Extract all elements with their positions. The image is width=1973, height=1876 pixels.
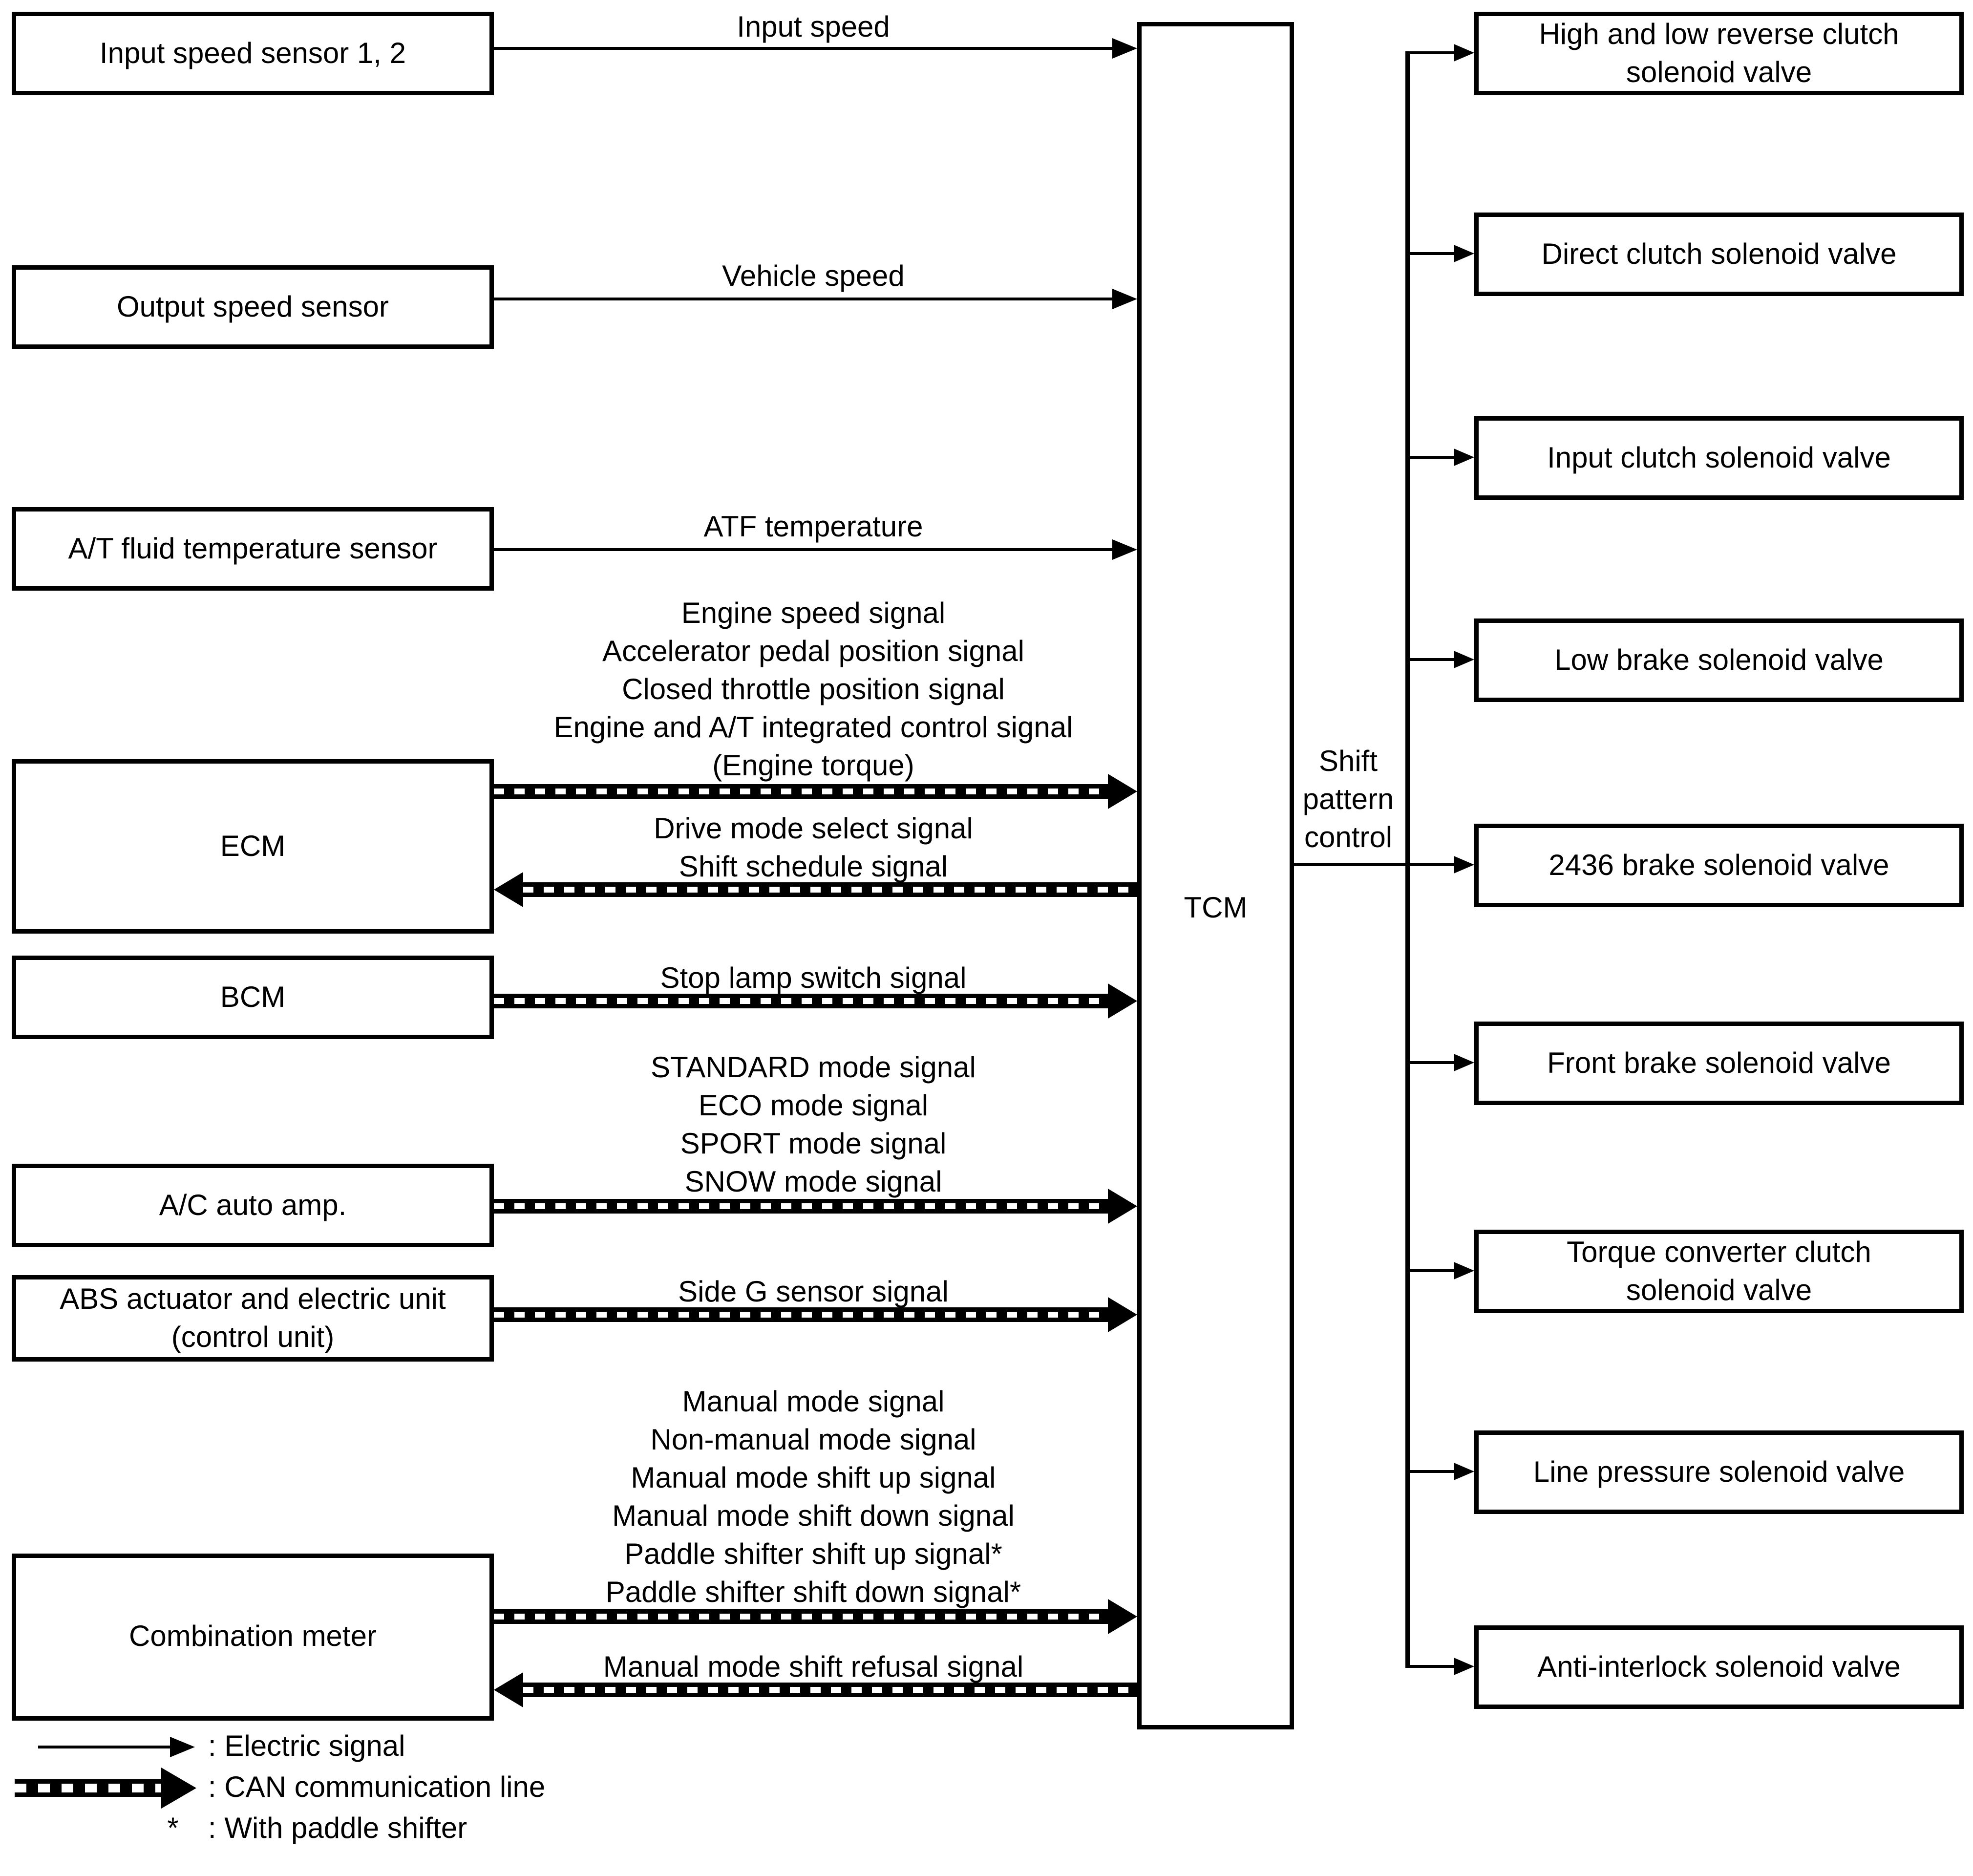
legend-can-arrow-icon: [15, 1768, 196, 1809]
right-box-high-low-reverse-clutch-solenoid: High and low reverse clutch solenoid val…: [1474, 12, 1964, 95]
legend-electric-arrow-icon: [38, 1737, 195, 1757]
can-arrow-tcm-to-meter: [494, 1672, 1137, 1707]
right-box-torque-converter-clutch-solenoid: Torque converter clutch solenoid valve: [1474, 1230, 1964, 1313]
signal-label-ecm-to-tcm: Engine speed signal Accelerator pedal po…: [553, 598, 1073, 783]
left-box-output-speed-sensor: Output speed sensor: [12, 265, 494, 349]
can-arrow-ac-amp-to-tcm: [494, 1189, 1137, 1224]
branch-arrow-2436-brake: [1410, 856, 1474, 874]
left-box-input-speed-sensor: Input speed sensor 1, 2: [12, 12, 494, 95]
left-box-ecm: ECM: [12, 759, 494, 934]
branch-arrow-high-low-reverse: [1410, 44, 1474, 62]
left-box-abs-actuator: ABS actuator and electric unit (control …: [12, 1275, 494, 1362]
right-box-anti-interlock-solenoid: Anti-interlock solenoid valve: [1474, 1625, 1964, 1709]
branch-arrow-front-brake: [1410, 1054, 1474, 1071]
tcm-label: TCM: [1184, 893, 1248, 925]
right-box-line-pressure-solenoid: Line pressure solenoid valve: [1474, 1430, 1964, 1514]
legend-can-label: : CAN communication line: [208, 1772, 546, 1804]
can-arrow-meter-to-tcm: [494, 1599, 1137, 1634]
right-box-low-brake-solenoid: Low brake solenoid valve: [1474, 618, 1964, 702]
signal-label-side-g-sensor: Side G sensor signal: [678, 1277, 949, 1309]
left-box-ac-auto-amp: A/C auto amp.: [12, 1164, 494, 1247]
branch-arrow-low-brake: [1410, 651, 1474, 668]
right-box-front-brake-solenoid: Front brake solenoid valve: [1474, 1022, 1964, 1105]
can-arrow-tcm-to-ecm: [494, 872, 1137, 907]
legend-paddle-shifter-label: : With paddle shifter: [208, 1813, 467, 1845]
left-box-bcm: BCM: [12, 956, 494, 1039]
right-box-input-clutch-solenoid: Input clutch solenoid valve: [1474, 416, 1964, 500]
left-box-combination-meter: Combination meter: [12, 1554, 494, 1721]
branch-arrow-input-clutch: [1410, 448, 1474, 466]
can-arrow-ecm-to-tcm: [494, 774, 1137, 809]
electric-arrow-atf-temperature: [494, 539, 1137, 560]
left-box-at-fluid-temp-sensor: A/T fluid temperature sensor: [12, 507, 494, 591]
output-bus-line: [1405, 51, 1410, 1668]
signal-label-input-speed: Input speed: [737, 12, 890, 44]
right-box-2436-brake-solenoid: 2436 brake solenoid valve: [1474, 824, 1964, 907]
signal-label-tcm-to-ecm: Drive mode select signal Shift schedule …: [654, 813, 973, 884]
signal-label-manual-modes: Manual mode signal Non-manual mode signa…: [605, 1386, 1021, 1609]
signal-label-vehicle-speed: Vehicle speed: [722, 261, 905, 293]
electric-arrow-input-speed: [494, 38, 1137, 59]
tcm-output-connector-line: [1294, 863, 1410, 866]
branch-arrow-anti-interlock: [1410, 1658, 1474, 1675]
branch-arrow-torque-converter: [1410, 1262, 1474, 1279]
shift-pattern-control-label: Shift pattern control: [1302, 746, 1394, 854]
can-arrow-bcm-to-tcm: [494, 983, 1137, 1019]
electric-arrow-vehicle-speed: [494, 289, 1137, 309]
signal-label-stop-lamp-switch: Stop lamp switch signal: [660, 963, 967, 995]
legend-asterisk-symbol: *: [167, 1813, 179, 1845]
branch-arrow-direct-clutch: [1410, 245, 1474, 262]
signal-label-shift-refusal: Manual mode shift refusal signal: [603, 1652, 1024, 1684]
branch-arrow-line-pressure: [1410, 1463, 1474, 1480]
signal-label-drive-modes: STANDARD mode signal ECO mode signal SPO…: [651, 1052, 976, 1199]
tcm-box: TCM: [1137, 22, 1294, 1729]
right-box-direct-clutch-solenoid: Direct clutch solenoid valve: [1474, 213, 1964, 296]
signal-label-atf-temperature: ATF temperature: [703, 512, 923, 544]
can-arrow-abs-to-tcm: [494, 1297, 1137, 1332]
legend-electric-label: : Electric signal: [208, 1731, 405, 1763]
